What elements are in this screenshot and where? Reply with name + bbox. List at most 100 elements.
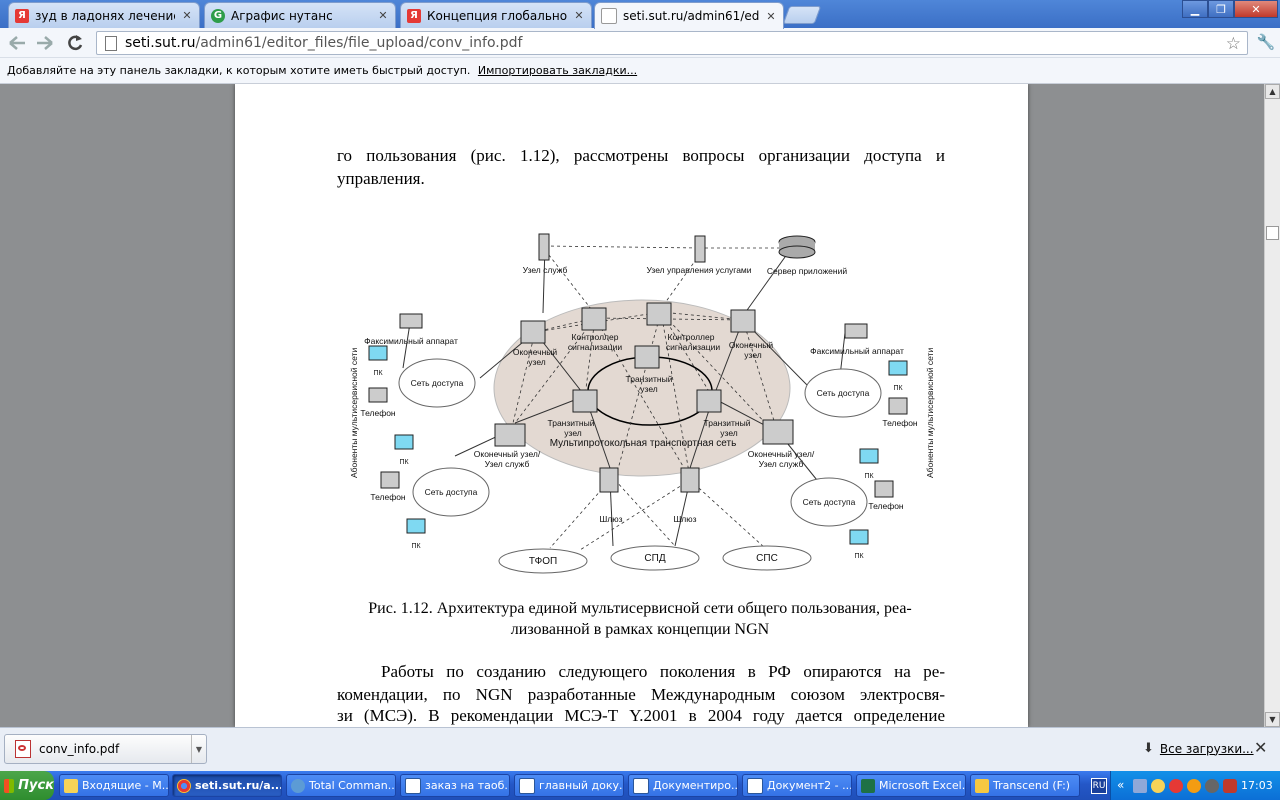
globe-icon: G [211,8,225,23]
download-menu-button[interactable]: ▼ [191,735,206,763]
paragraph-top-line2: управления. [337,169,425,188]
download-filename: conv_info.pdf [39,742,120,756]
task-label: Входящие - М... [82,779,169,792]
tray-expand-icon[interactable]: « [1117,778,1125,792]
chrome-icon [177,778,191,793]
scroll-thumb[interactable] [1266,226,1279,240]
task-word-2[interactable]: главный доку... [514,774,624,797]
import-bookmarks-link[interactable]: Импортировать закладки... [477,64,638,77]
task-label: Microsoft Excel... [879,779,966,792]
switch-icon [696,389,722,413]
label-end-service-node: Узел служб [759,459,804,469]
settings-wrench-icon[interactable]: 🔧 [1256,33,1276,51]
window-close-button[interactable]: ✕ [1234,0,1278,18]
network-icon[interactable] [1133,779,1147,793]
switch-icon [520,320,546,344]
settings-tray-icon[interactable] [1205,779,1219,793]
label-pc: ПК [399,459,409,466]
label-controller: Контроллер [572,332,619,342]
access-network-left-top [398,358,476,408]
forward-button[interactable] [34,33,56,53]
download-item[interactable]: conv_info.pdf ▼ [4,734,207,764]
label-access-left-top: Сеть доступа [411,378,464,388]
language-indicator[interactable]: RU [1091,778,1107,794]
all-downloads[interactable]: ⬇ Все загрузки... [1143,741,1254,756]
close-icon[interactable]: ✕ [574,9,584,22]
switch-icon [646,302,672,326]
vertical-scrollbar[interactable]: ▲ ▼ [1264,84,1280,727]
tab-label: seti.sut.ru/admin61/editor_fi [623,9,759,23]
start-button[interactable]: Пуск [0,771,54,800]
label-end-node: узел [744,350,761,360]
task-transcend[interactable]: Transcend (F:) [970,774,1080,797]
all-downloads-link[interactable]: Все загрузки... [1159,741,1254,756]
tab-concept[interactable]: Я Концепция глобальной инф ✕ [400,2,592,28]
bookmark-star-icon[interactable]: ☆ [1225,34,1241,54]
tab-agrafis[interactable]: G Аграфис нутанс ✕ [204,2,396,28]
address-bar[interactable]: seti.sut.ru/admin61/editor_files/file_up… [96,31,1248,55]
maximize-button[interactable]: ❐ [1208,0,1234,18]
task-total-commander[interactable]: Total Comman... [286,774,396,797]
task-inbox[interactable]: Входящие - М... [59,774,169,797]
fax-icon [844,323,868,339]
task-word-1[interactable]: заказ на таоб... [400,774,510,797]
data-network-cloud [610,545,700,571]
back-button[interactable] [6,33,28,53]
task-label: заказ на таоб... [425,779,510,792]
gateway-icon [680,467,700,493]
app-tray-icon[interactable] [1187,779,1201,793]
shield-icon[interactable] [1223,779,1237,793]
task-label: Документ2 - ... [767,779,852,792]
close-icon[interactable]: ✕ [766,9,776,23]
label-end-service-node: Оконечный узел/ [748,449,815,459]
tab-pdf-active[interactable]: seti.sut.ru/admin61/editor_fi ✕ [594,2,784,29]
task-label: Total Comman... [309,779,396,792]
yandex-icon: Я [407,8,421,23]
switch-icon [634,345,660,369]
task-browser[interactable]: seti.sut.ru/a... [172,774,282,797]
pc-icon [394,434,414,450]
minimize-button[interactable]: ▁ [1182,0,1208,18]
transport-network-ellipse [493,299,791,477]
download-shelf: conv_info.pdf ▼ ⬇ Все загрузки... ✕ [0,727,1280,771]
clock-app-icon[interactable] [1151,779,1165,793]
tab-yandex-search[interactable]: Я зуд в ладонях лечение — Я ✕ [8,2,200,28]
paragraph-top-line1: го пользования (рис. 1.12), рассмотрены … [337,146,945,165]
page-icon [105,35,117,51]
switch-icon [572,389,598,413]
task-excel[interactable]: Microsoft Excel... [856,774,966,797]
reload-button[interactable] [64,33,86,53]
back-arrow-icon [9,36,25,50]
task-label: главный доку... [539,779,624,792]
url-path: /admin61/editor_files/file_upload/conv_i… [195,35,523,51]
total-commander-icon [291,778,305,793]
label-pc: ПК [854,553,864,560]
switch-icon [730,309,756,333]
forward-arrow-icon [37,36,53,50]
label-fax-left: Факсимильный аппарат [364,336,458,346]
clock[interactable]: 17:03 [1241,779,1273,792]
antivirus-icon[interactable] [1169,779,1183,793]
task-word-3[interactable]: Документиро... [628,774,738,797]
label-pc: ПК [864,473,874,480]
tab-label: Концепция глобальной инф [427,8,567,23]
label-controller: Контроллер [668,332,715,342]
task-word-4[interactable]: Документ2 - ... [742,774,852,797]
new-tab-button[interactable] [782,6,822,24]
tab-label: Аграфис нутанс [231,8,333,23]
close-icon[interactable]: ✕ [378,9,388,22]
start-label: Пуск [18,778,54,793]
paragraph-bottom-line1: Работы по созданию следующего поколения … [381,662,945,681]
pc-icon [849,529,869,545]
label-access-left-bottom: Сеть доступа [425,487,478,497]
close-icon[interactable]: ✕ [182,9,192,22]
figure-caption-line1: Рис. 1.12. Архитектура единой мультисерв… [368,600,912,617]
windows-flag-icon [4,778,15,793]
task-label: Документиро... [653,779,738,792]
label-phone: Телефон [360,408,396,418]
pdf-viewport[interactable]: го пользования (рис. 1.12), рассмотрены … [0,84,1264,727]
close-shelf-button[interactable]: ✕ [1254,738,1268,757]
scroll-down-button[interactable]: ▼ [1265,712,1280,727]
pc-icon [368,345,388,361]
scroll-up-button[interactable]: ▲ [1265,84,1280,99]
